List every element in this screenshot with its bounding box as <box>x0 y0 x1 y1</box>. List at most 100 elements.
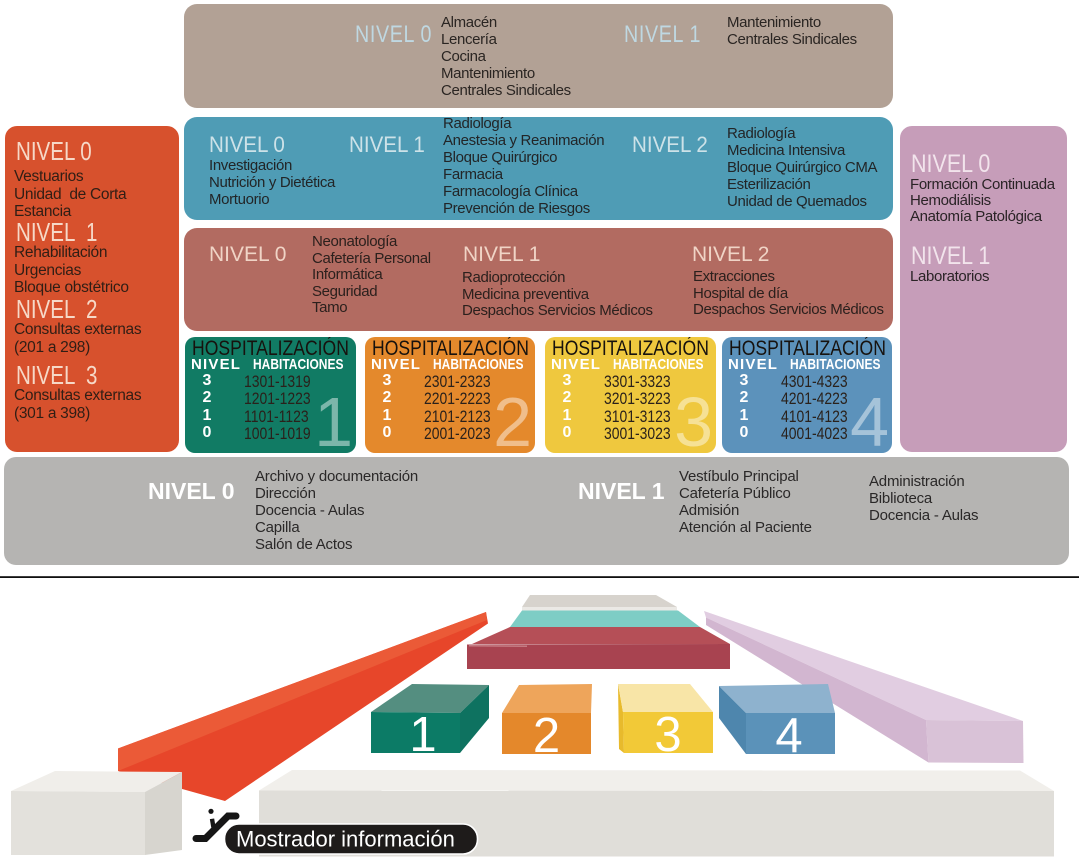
tower-4-left <box>719 686 746 754</box>
row-level: 0 <box>562 424 572 442</box>
rooms-row: 3 2301-2323 <box>365 372 535 391</box>
row-rooms: 1101-1123 <box>244 406 309 426</box>
department-item: Administración <box>869 473 965 490</box>
department-item: Urgencias <box>14 261 82 279</box>
tower-box-3: 3 <box>618 684 713 762</box>
row-rooms: 3201-3223 <box>604 389 671 409</box>
row-level: 2 <box>739 389 749 407</box>
tower-3-top <box>618 684 713 712</box>
row-rooms: 2301-2323 <box>424 372 491 391</box>
row-rooms: 1301-1319 <box>244 372 311 391</box>
column-header-nivel: NIVEL <box>191 356 242 373</box>
card-title: HOSPITALIZACIÓN <box>552 337 709 360</box>
row-level: 1 <box>382 406 392 424</box>
hospitalization-card-tower-1: HOSPITALIZACIÓN NIVEL HABITACIONES 3 1301… <box>185 337 356 453</box>
badge-background <box>223 823 479 855</box>
rooms-row: 2 3201-3223 <box>545 389 716 409</box>
department-item: Unidad de Quemados <box>727 193 867 210</box>
row-level: 3 <box>202 372 212 389</box>
badge-label: Mostrador información <box>236 827 455 852</box>
level-title: NIVEL 1 <box>349 132 425 157</box>
column-header-nivel: NIVEL <box>728 356 779 373</box>
department-item: Neonatología <box>312 233 398 250</box>
department-item: Laboratorios <box>910 268 990 285</box>
level-title: NIVEL 2 <box>16 294 98 324</box>
row-rooms: 4201-4223 <box>781 389 848 409</box>
slab-maroon-top <box>472 627 730 644</box>
department-item: Anatomía Patológica <box>910 208 1042 225</box>
department-item: Estancia <box>14 203 72 220</box>
department-item: Consultas externas <box>14 387 142 404</box>
level-title: NIVEL 1 <box>16 217 98 247</box>
department-item: Rehabilitación <box>14 244 108 261</box>
tower-box-1: 1 <box>371 684 489 762</box>
row-rooms: 3301-3323 <box>604 372 671 391</box>
card-title: HOSPITALIZACIÓN <box>192 337 349 360</box>
row-level: 3 <box>382 372 392 389</box>
rooms-row: 0 4001-4023 <box>722 424 892 444</box>
department-item: Lencería <box>441 31 497 48</box>
level-title: NIVEL 3 <box>16 360 98 390</box>
department-item: Cafetería Público <box>679 485 791 502</box>
tower-4-front <box>746 713 835 754</box>
level-title: NIVEL 1 <box>463 243 541 266</box>
department-item: Farmacología Clínica <box>443 183 578 200</box>
rooms-row: 2 4201-4223 <box>722 389 892 409</box>
row-level: 0 <box>202 424 212 442</box>
department-item: Hemodiálisis <box>910 192 991 209</box>
department-item: Bloque Quirúrgico <box>443 149 558 166</box>
row-level: 0 <box>739 424 749 442</box>
level-title: NIVEL 0 <box>148 478 235 504</box>
level-title: NIVEL 0 <box>911 150 991 178</box>
tower-3-left <box>618 684 624 753</box>
info-desk-badge: Mostrador información <box>223 823 479 855</box>
card-column-headers: NIVEL HABITACIONES <box>185 357 356 373</box>
department-item: Centrales Sindicales <box>441 82 571 99</box>
department-item: Almacén <box>441 14 497 31</box>
department-item: Radioprotección <box>462 269 566 286</box>
slab-gray-top <box>522 595 677 607</box>
tower-box-4: 4 <box>719 684 835 763</box>
department-item: Vestíbulo Principal <box>679 468 799 485</box>
tower-number-watermark: 2 <box>493 383 532 453</box>
entrance-right <box>145 772 182 855</box>
row-rooms: 2101-2123 <box>424 406 491 426</box>
department-item: Salón de Actos <box>255 536 353 553</box>
slab-gray-front <box>522 607 677 611</box>
tower-number-watermark: 3 <box>674 383 713 453</box>
level-title: NIVEL 1 <box>578 478 665 504</box>
slab-teal-top <box>510 610 700 627</box>
department-item: Mortuorio <box>209 191 270 208</box>
tower-box-2: 2 <box>502 684 592 763</box>
row-rooms: 4001-4023 <box>781 424 848 444</box>
column-header-habitaciones: HABITACIONES <box>253 356 344 373</box>
card-column-headers: NIVEL HABITACIONES <box>545 357 716 373</box>
isometric-hospital-illustration: 1 2 3 4 <box>0 576 1079 857</box>
row-level: 1 <box>739 406 749 424</box>
row-level: 3 <box>739 372 749 389</box>
row-rooms: 2001-2023 <box>424 424 491 444</box>
row-level: 2 <box>562 389 572 407</box>
department-item: Despachos Servicios Médicos <box>693 301 884 319</box>
row-rooms: 1201-1223 <box>244 389 311 409</box>
department-item: Informática <box>312 266 383 284</box>
